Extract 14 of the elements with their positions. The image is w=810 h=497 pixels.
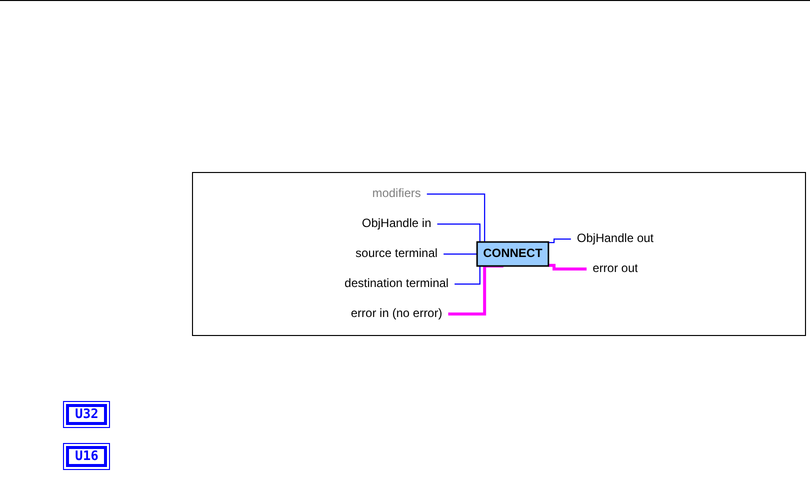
node-text: error out [592,262,638,275]
node-text: ObjHandle out [576,232,654,245]
node-text: source terminal [355,247,438,260]
node-text: destination terminal [344,277,449,290]
node-text: ObjHandle in [362,217,432,230]
node-text: modifiers [372,187,421,200]
connector [548,238,571,244]
data-type-terminal: U16 [66,446,108,467]
data-type-terminal: U32 [66,404,108,425]
connector [444,253,477,255]
node-text: error in (no error) [350,307,442,320]
connector-pane-frame: modifiers ObjHandle in source terminal destination terminal error in (no error) CONNECT ObjHandle out error out [192,172,806,336]
node-box [476,241,550,267]
connector [548,264,587,270]
